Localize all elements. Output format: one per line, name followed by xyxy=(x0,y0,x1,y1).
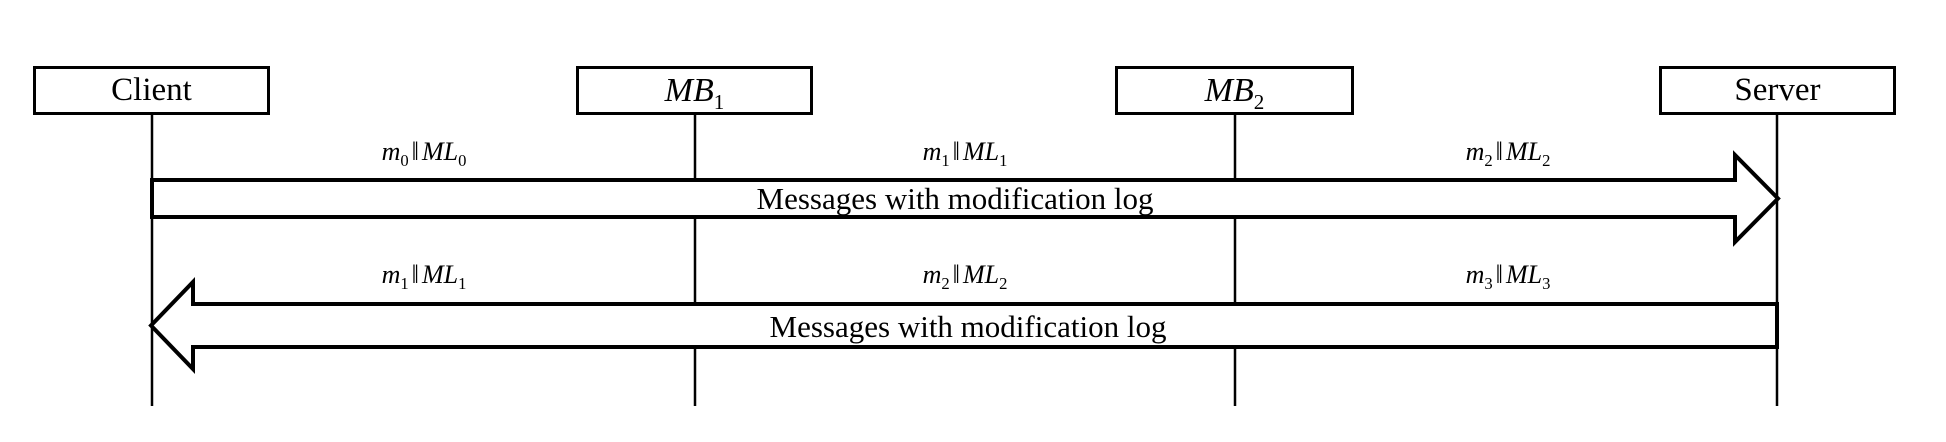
log-subscript: 0 xyxy=(458,151,467,171)
msg-name: m xyxy=(381,260,401,289)
log-name: ML xyxy=(962,137,1000,166)
msg-subscript: 1 xyxy=(941,151,950,171)
lifelines xyxy=(150,115,1779,406)
msg-subscript: 2 xyxy=(1484,151,1493,171)
log-name: ML xyxy=(421,137,459,166)
log-name: ML xyxy=(962,260,1000,289)
response-label-mb1-client: m1‖ML1 xyxy=(381,260,467,293)
participant-mb2-base: MB xyxy=(1204,71,1254,109)
participant-mb1[interactable]: MB1 xyxy=(576,66,813,115)
concat-separator-icon: ‖ xyxy=(1495,260,1503,289)
participant-mb1-base: MB xyxy=(664,71,714,109)
log-subscript: 1 xyxy=(999,151,1008,171)
concat-separator-icon: ‖ xyxy=(411,260,419,289)
msg-subscript: 2 xyxy=(941,274,950,294)
log-subscript: 2 xyxy=(1542,151,1551,171)
log-subscript: 1 xyxy=(458,274,467,294)
concat-separator-icon: ‖ xyxy=(411,137,419,166)
request-block-arrow xyxy=(150,150,1781,247)
request-label-mb1-mb2: m1‖ML1 xyxy=(922,137,1008,170)
participant-mb1-subscript: 1 xyxy=(713,89,725,114)
response-label-mb2-mb1: m2‖ML2 xyxy=(922,260,1008,293)
participant-mb1-label: MB1 xyxy=(664,71,725,112)
concat-separator-icon: ‖ xyxy=(1495,137,1503,166)
participant-server[interactable]: Server xyxy=(1659,66,1896,115)
request-label-client-mb1: m0‖ML0 xyxy=(381,137,467,170)
msg-name: m xyxy=(1465,260,1485,289)
log-name: ML xyxy=(1505,137,1543,166)
log-subscript: 2 xyxy=(999,274,1008,294)
log-name: ML xyxy=(421,260,459,289)
participant-mb2[interactable]: MB2 xyxy=(1115,66,1354,115)
participant-server-label: Server xyxy=(1734,72,1821,108)
msg-name: m xyxy=(922,137,942,166)
concat-separator-icon: ‖ xyxy=(952,137,960,166)
participant-mb2-subscript: 2 xyxy=(1253,89,1265,114)
msg-subscript: 0 xyxy=(400,151,409,171)
participant-mb2-label: MB2 xyxy=(1204,71,1265,112)
response-block-arrow xyxy=(148,277,1779,374)
msg-subscript: 3 xyxy=(1484,274,1493,294)
response-label-server-mb2: m3‖ML3 xyxy=(1465,260,1551,293)
msg-name: m xyxy=(381,137,401,166)
msg-name: m xyxy=(1465,137,1485,166)
msg-name: m xyxy=(922,260,942,289)
request-flow-caption: Messages with modification log xyxy=(756,181,1154,216)
log-name: ML xyxy=(1505,260,1543,289)
concat-separator-icon: ‖ xyxy=(952,260,960,289)
log-subscript: 3 xyxy=(1542,274,1551,294)
request-label-mb2-server: m2‖ML2 xyxy=(1465,137,1551,170)
msg-subscript: 1 xyxy=(400,274,409,294)
participant-client-label: Client xyxy=(111,72,192,108)
participant-client[interactable]: Client xyxy=(33,66,270,115)
response-flow-caption: Messages with modification log xyxy=(769,309,1167,344)
